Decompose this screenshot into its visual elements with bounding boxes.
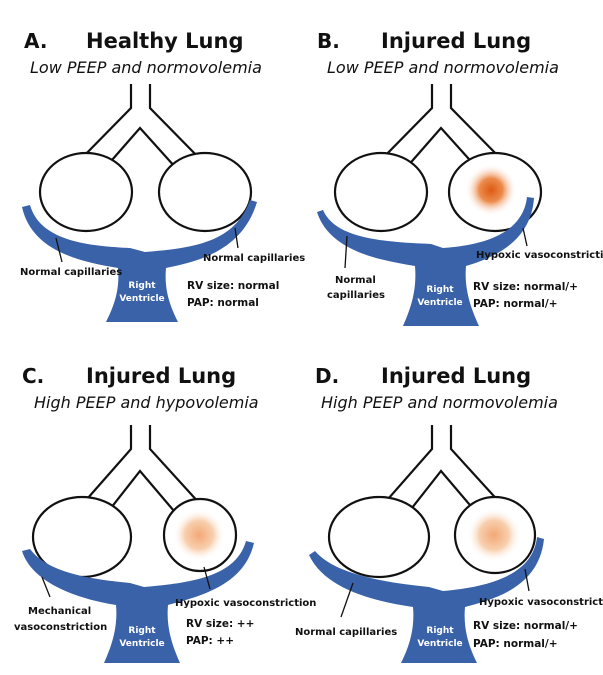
panel-title: Injured Lung [381,29,531,53]
hypoxic-spot [465,164,517,216]
panel-d: D. Injured Lung High PEEP and normovolem… [295,337,603,674]
rv-size: RV size: normal/+ [473,620,578,632]
alveolus-right [157,151,253,233]
capillary-bed [309,537,544,663]
panel-a: A. Healthy Lung Low PEEP and normovolemi… [0,0,305,337]
right-label: Hypoxic vasoconstriction [175,598,316,609]
alveolus-left [38,151,134,233]
leader-left [344,235,348,269]
alveolus-left [327,495,431,579]
rv-size: RV size: normal [187,280,279,292]
panel-title: Healthy Lung [86,29,244,53]
airway [378,84,505,169]
diagram-b: B. Injured Lung Low PEEP and normovolemi… [317,29,603,326]
rv-label-line2: Ventricle [417,298,462,308]
leader-right [203,566,211,590]
panel-title: Injured Lung [381,364,531,388]
leader-left [41,576,51,598]
left-label-line1: Normal [335,275,376,286]
pap: PAP: normal/+ [473,638,558,650]
alveolus-left [333,151,429,233]
diagram-a: A. Healthy Lung Low PEEP and normovolemi… [20,29,305,322]
capillary-bed [22,541,254,663]
left-label: Normal capillaries [295,627,397,638]
left-label-line2: vasoconstriction [14,622,107,633]
panel-letter: C. [22,364,44,388]
panel-title: Injured Lung [86,364,236,388]
rv-label-line1: Right [426,285,454,295]
right-label: Hypoxic vasoconstriction [479,597,603,608]
leader-right [524,568,530,592]
capillary-bed [22,200,257,322]
capillary-bed [317,197,534,326]
panel-subtitle: High PEEP and hypovolemia [34,393,259,412]
left-label-line2: capillaries [327,290,385,301]
airway [77,84,204,169]
panel-b: B. Injured Lung Low PEEP and normovolemi… [301,0,603,337]
panel-letter: B. [317,29,340,53]
right-label: Normal capillaries [203,253,305,264]
hypoxic-spot [467,508,521,562]
leader-right [522,227,528,247]
rv-size: RV size: ++ [186,618,254,630]
leader-left [340,582,354,618]
right-label: Hypoxic vasoconstriction [476,250,603,261]
pap: PAP: normal/+ [473,298,558,310]
rv-label-line2: Ventricle [119,639,164,649]
leader-right [234,227,239,249]
panel-letter: A. [24,29,47,53]
panel-letter: D. [315,364,339,388]
left-label: Normal capillaries [20,267,122,278]
panel-c: C. Injured Lung High PEEP and hypovolemi… [0,337,316,674]
hypoxic-spot [173,509,225,561]
airway [380,425,503,514]
rv-label-line2: Ventricle [119,294,164,304]
diagram-c: C. Injured Lung High PEEP and hypovolemi… [14,364,316,663]
panel-subtitle: Low PEEP and normovolemia [327,58,559,77]
rv-size: RV size: normal/+ [473,281,578,293]
left-label-line1: Mechanical [28,606,91,617]
panel-subtitle: High PEEP and normovolemia [321,393,558,412]
airway [79,425,202,514]
pap: PAP: normal [187,297,259,309]
diagram-d: D. Injured Lung High PEEP and normovolem… [295,364,603,663]
rv-label-line2: Ventricle [417,639,462,649]
rv-label-line1: Right [128,281,156,291]
rv-label-line1: Right [426,626,454,636]
pap: PAP: ++ [186,635,234,647]
panel-subtitle: Low PEEP and normovolemia [30,58,262,77]
rv-label-line1: Right [128,626,156,636]
leader-left [55,237,63,263]
